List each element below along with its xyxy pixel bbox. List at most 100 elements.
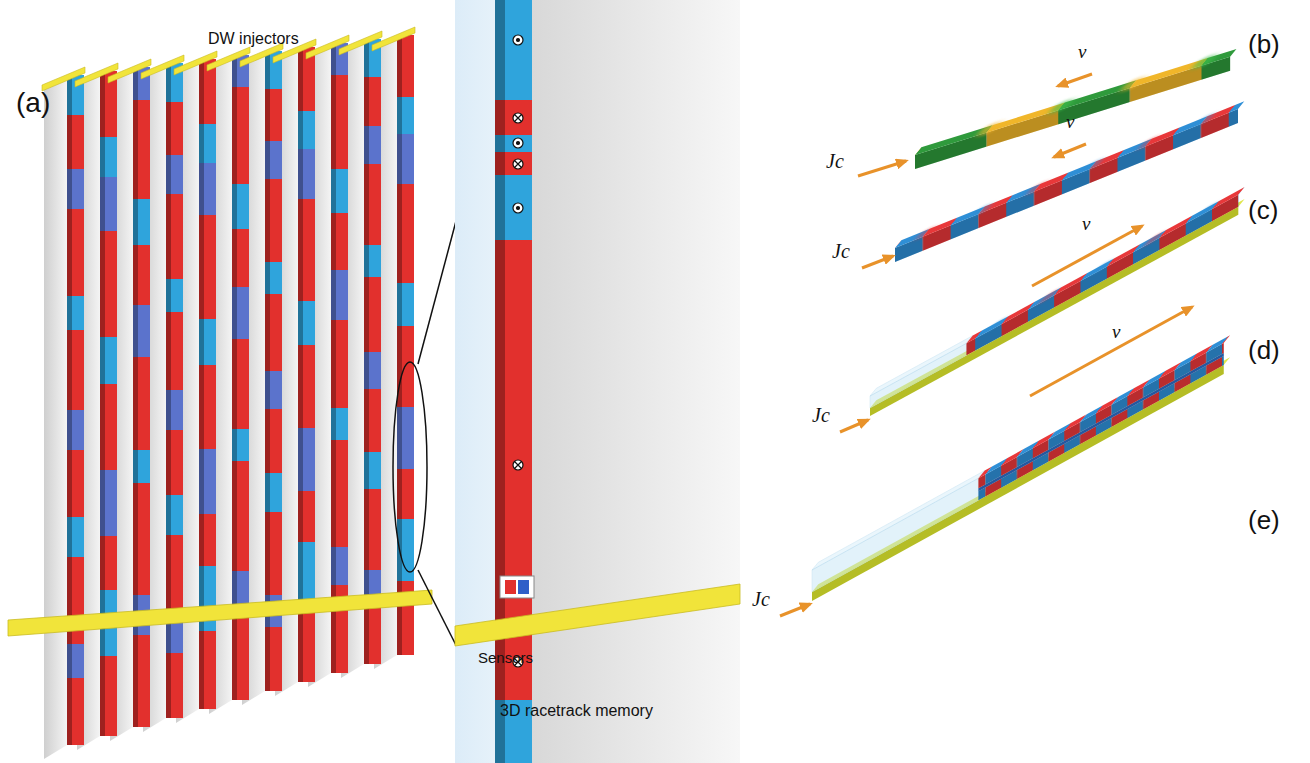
- column-shade: [67, 75, 72, 745]
- racetrack-column: [138, 67, 150, 727]
- column-shade: [265, 51, 270, 691]
- racetrack-column: [270, 51, 282, 691]
- track-shade: [978, 343, 1223, 500]
- current-arrow: [780, 604, 810, 616]
- out-of-plane-dot: [513, 203, 523, 213]
- track-face: [966, 195, 1238, 355]
- column-side: [397, 35, 402, 655]
- zoom-ellipse: [393, 362, 427, 572]
- injector-bar: [372, 27, 415, 51]
- callout-text: Sensors: [478, 650, 533, 667]
- plate: [44, 75, 67, 759]
- sensor-bar: [8, 590, 432, 636]
- racetrack-column: [303, 47, 315, 682]
- into-plane-cross: [513, 113, 523, 123]
- inset-plate: [532, 0, 740, 763]
- inset-column: [505, 0, 532, 763]
- sensor-block: [500, 576, 534, 598]
- column-shade: [133, 67, 138, 727]
- out-of-plane-dot: [513, 35, 523, 45]
- empty-track: [812, 471, 985, 570]
- wall-glow: [974, 119, 1005, 138]
- injector-bar: [141, 55, 184, 79]
- wall-glow: [1136, 134, 1161, 151]
- cross-mark: [515, 462, 522, 469]
- wall-glow: [1089, 258, 1113, 277]
- injector-bar: [207, 47, 250, 71]
- column-shade: [364, 39, 369, 664]
- dot-center: [517, 207, 520, 210]
- velocity-label: v: [1078, 42, 1086, 63]
- track-b: [913, 47, 1238, 169]
- wall-glow: [1080, 157, 1105, 174]
- track-face: [915, 57, 1230, 169]
- column-shade: [397, 35, 402, 655]
- wall-glow: [1189, 52, 1220, 71]
- wall-glow: [1118, 75, 1149, 94]
- current-arrow: [858, 161, 906, 176]
- velocity-arrow: [1054, 144, 1086, 157]
- empty-track: [870, 336, 973, 396]
- track-face: [966, 187, 1244, 343]
- injector-bar: [339, 31, 382, 55]
- injector-bar: [306, 35, 349, 59]
- current-arrow: [840, 420, 868, 432]
- velocity-label: v: [1066, 112, 1074, 133]
- stack-front: [812, 343, 1224, 592]
- velocity-arrow: [1030, 307, 1192, 396]
- panel-label: (e): [1248, 506, 1280, 535]
- track-shade: [966, 195, 1238, 355]
- panel-label: (c): [1248, 196, 1278, 225]
- column-side: [133, 67, 138, 727]
- dw-injectors: [42, 27, 415, 91]
- memory-plates: [44, 35, 397, 759]
- magnetization-symbols: [513, 35, 523, 667]
- racetrack-column: [369, 39, 381, 664]
- current-arrow: [862, 256, 893, 268]
- racetrack-column: [336, 43, 348, 673]
- inset-column-shade: [495, 0, 505, 763]
- base-front: [812, 365, 1224, 601]
- inset: [455, 0, 740, 763]
- current-label: Jc: [812, 404, 830, 426]
- wall-glow: [1142, 230, 1166, 249]
- wall-glow: [984, 316, 1008, 335]
- callout-text: 3D racetrack memory: [500, 702, 653, 720]
- dot-center: [517, 39, 520, 42]
- track-shade: [915, 57, 1230, 169]
- wall-glow: [914, 225, 939, 242]
- current-label: Jc: [826, 150, 844, 172]
- wall-glow: [1192, 112, 1217, 129]
- injector-bar: [75, 63, 118, 87]
- column-side: [67, 75, 72, 745]
- track-e: [812, 335, 1230, 601]
- inset-sensor-bar: [455, 584, 740, 646]
- injector-bar: [174, 51, 217, 75]
- stack-top: [812, 335, 1230, 570]
- out-of-plane-dot: [513, 138, 523, 148]
- panel-label: (a): [16, 88, 50, 119]
- heavy-metal-layer: [812, 365, 1224, 601]
- column-side: [298, 47, 303, 682]
- inset-column-side: [495, 0, 505, 763]
- track-front: [915, 57, 1230, 169]
- velocity-label: v: [1112, 322, 1120, 343]
- panel-label: (b): [1248, 30, 1280, 59]
- racetrack-columns: [67, 35, 414, 745]
- column-side: [331, 43, 336, 673]
- column-side: [232, 55, 237, 700]
- into-plane-cross: [513, 159, 523, 169]
- column-shade: [232, 55, 237, 700]
- injector-bar: [108, 59, 151, 83]
- column-shade: [100, 71, 105, 736]
- current-label: Jc: [752, 588, 770, 610]
- column-side: [100, 71, 105, 736]
- racetrack-column: [402, 35, 414, 655]
- column-shade: [331, 43, 336, 673]
- panel-label: (d): [1248, 336, 1280, 365]
- column-side: [265, 51, 270, 691]
- velocity-arrow: [1032, 226, 1142, 286]
